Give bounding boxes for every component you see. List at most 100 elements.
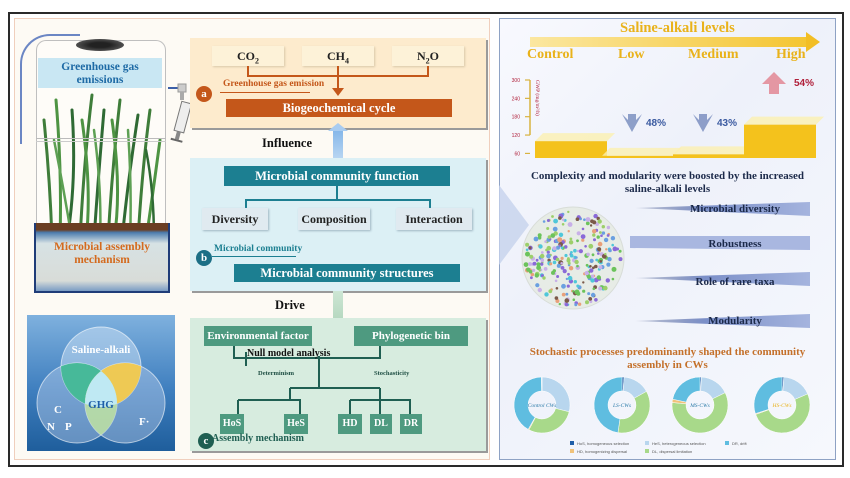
pct-annotation: 48% [646,118,666,129]
network-node [589,265,592,268]
network-node [569,253,574,258]
legend-swatch [645,441,649,445]
network-node [603,237,609,243]
network-node [540,258,545,262]
network-node [535,283,540,288]
y-axis-label: GWP (mg/m²/h) [534,80,541,116]
donut-center-label: LS-CWs [612,403,631,409]
venn-diagram: Saline-alkali GHG C N P F· [27,315,175,451]
gas-box-n2o: N2O [392,46,464,66]
network-node [576,231,581,236]
network-node [578,249,583,254]
network-node [587,292,591,296]
network-node [546,245,552,251]
venn-label-n: N [47,421,55,433]
network-node [584,245,587,248]
network-node [535,258,539,262]
fan-icon [76,39,124,51]
network-node [581,238,585,242]
network-node [555,287,559,290]
environmental-factor-box: Environmental factor [204,326,312,346]
network-node [534,273,539,278]
leaf-dr: DR [400,414,422,434]
network-node [595,258,599,262]
network-node [528,262,532,266]
leaf-hes: HeS [284,414,308,434]
network-node [564,253,568,258]
level-high: High [776,47,806,62]
donut-slice-dr [593,376,623,433]
network-node [604,252,607,256]
network-node [530,272,535,277]
panel-letter-a: a [196,86,212,102]
venn-label-saline: Saline-alkali [72,344,131,356]
network-node [525,251,530,257]
complexity-title-line2: saline-alkali levels [624,183,711,195]
network-node [537,287,542,293]
network-node [597,241,603,247]
network-node [540,251,544,254]
network-node [585,263,589,267]
network-node [592,287,596,291]
network-node [570,251,573,254]
donut-slice-dl [617,391,651,434]
network-node [561,292,566,297]
level-low: Low [618,47,645,62]
community-structures-bar: Microbial community structures [234,264,460,282]
ghg-emissions-label: Greenhouse gas emissions [38,58,162,88]
network-node [525,242,530,247]
network-node [589,300,593,304]
donut-center-label: Control CWs [528,403,557,409]
network-node [540,262,544,266]
donut-slice-dr [753,376,783,414]
donut-ls-cws: LS-CWs [593,376,651,434]
network-node [618,249,622,253]
assembly-tree-lines [233,346,411,414]
network-node [574,303,578,307]
network-node [601,231,606,235]
network-node [554,296,559,300]
network-node [556,275,560,278]
network-node [611,243,614,247]
network-node [544,240,547,243]
saline-alkali-levels-title: Saline-alkali levels [620,20,735,36]
network-node [574,289,580,295]
network-graph [521,206,625,310]
network-node [560,262,563,265]
level-medium: Medium [688,47,739,62]
network-node [536,265,541,271]
network-node [528,246,532,250]
network-node [544,292,549,297]
bar-high [744,124,816,158]
network-node [530,276,533,280]
metric-modularity: Modularity [708,315,762,327]
network-node [549,262,553,266]
network-node [590,292,596,298]
network-node [593,213,598,219]
bar-top-face [535,133,615,142]
donut-slice-dl [528,408,570,434]
network-node [588,297,593,301]
network-node [586,274,591,279]
legend-swatch [645,449,649,453]
network-node [611,266,617,272]
network-node [560,246,564,249]
network-node [554,279,558,283]
greenhouse-gas-emission-label: Greenhouse gas emission [223,79,325,89]
metric-microbial-diversity: Microbial diversity [690,203,780,215]
network-node [548,289,553,294]
network-node [526,267,531,272]
network-node [567,257,570,260]
network-node [547,235,552,239]
network-node [597,219,602,224]
network-node [592,229,597,234]
diversity-box: Diversity [202,208,268,230]
underline [220,92,310,93]
network-node [564,302,569,307]
network-node [610,236,616,241]
network-node [592,220,597,225]
network-sphere [521,206,625,310]
network-node [599,260,603,263]
network-node [586,252,590,257]
